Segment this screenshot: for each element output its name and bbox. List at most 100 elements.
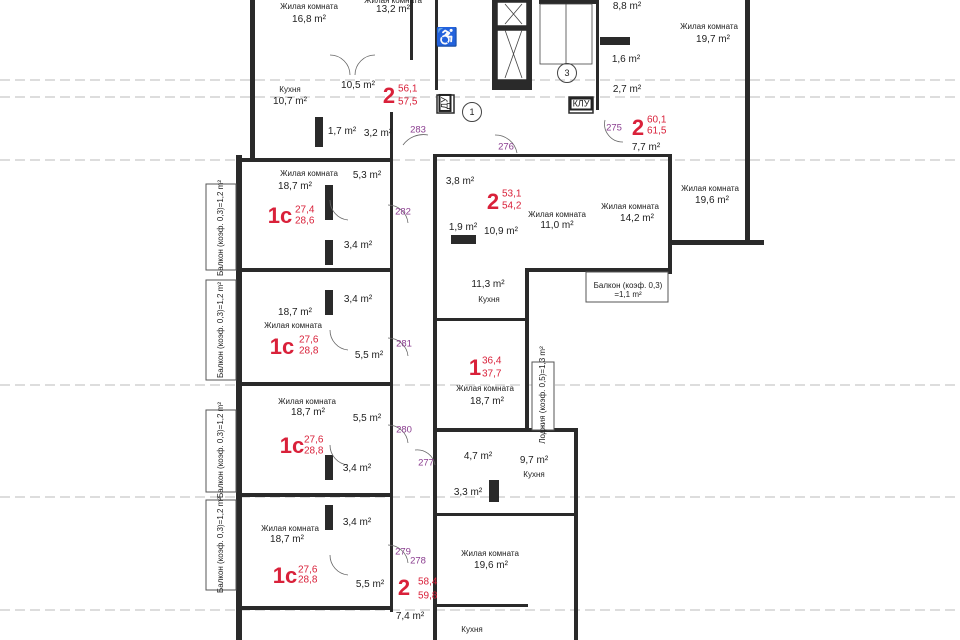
- apartment-type: 2: [382, 83, 396, 108]
- door-number: 278: [410, 555, 426, 567]
- room-label: Кухня: [523, 470, 545, 479]
- room-area: 19,6 m²: [695, 195, 729, 206]
- room-area: 5,5 m²: [355, 579, 385, 590]
- room-area: 18,7 m²: [270, 534, 304, 545]
- apartment-type: 2: [631, 115, 645, 140]
- balcony-label: Балкон (коэф. 0,3)=1,2 m²: [216, 497, 225, 593]
- room-area: 16,8 m²: [292, 14, 326, 25]
- room-area: 5,3 m²: [352, 170, 382, 181]
- room-label: Жилая комната: [280, 169, 338, 178]
- room-area: 13,2 m²: [376, 4, 410, 15]
- area-living: 27,6: [298, 564, 318, 576]
- balcony-area: =1,1 m²: [614, 290, 642, 299]
- door-number: 283: [410, 124, 426, 136]
- area-living: 60,1: [647, 114, 667, 126]
- room-area: 19,7 m²: [696, 34, 730, 45]
- balcony-label: Балкон (коэф. 0,3)=1,2 m²: [216, 402, 225, 498]
- door-number: 275: [606, 122, 622, 134]
- node-3-marker: 3: [557, 63, 577, 83]
- node-1-marker: 1: [462, 102, 482, 122]
- balcony-label: Балкон (коэф. 0,3): [593, 281, 663, 290]
- room-area: 1,9 m²: [448, 222, 478, 233]
- apartment-type: 1: [468, 355, 482, 380]
- area-living: 53,1: [502, 188, 522, 200]
- room-area: 3,8 m²: [445, 176, 475, 187]
- room-area: 5,5 m²: [352, 413, 382, 424]
- room-area: 18,7 m²: [291, 407, 325, 418]
- du-label: ДУ: [438, 94, 452, 112]
- area-total: 28,8: [304, 445, 324, 457]
- room-label: Жилая комната: [601, 202, 659, 211]
- room-area: 18,7 m²: [470, 396, 504, 407]
- room-area: 11,3 m²: [471, 279, 505, 290]
- elevator-shafts: [436, 1, 594, 114]
- area-total: 28,8: [299, 345, 319, 357]
- klu-label: КЛУ: [569, 97, 593, 111]
- door-number: 277: [418, 457, 434, 469]
- room-area: 3,2 m²: [363, 128, 393, 139]
- axis-lines: [0, 79, 960, 611]
- room-area: 1,6 m²: [611, 54, 641, 65]
- area-total: 54,2: [502, 200, 522, 212]
- apartment-type: 1с: [269, 334, 295, 359]
- room-area: 4,7 m²: [463, 451, 493, 462]
- apartment-type: 1с: [272, 563, 298, 588]
- area-total: 57,5: [398, 96, 418, 108]
- room-label: Жилая комната: [680, 22, 738, 31]
- area-total: 59,8: [418, 590, 438, 602]
- room-label: Жилая комната: [280, 2, 338, 11]
- balcony-label: Балкон (коэф. 0,3)=1,2 m²: [216, 180, 225, 276]
- room-label: Жилая комната: [278, 397, 336, 406]
- room-label: Жилая комната: [528, 210, 586, 219]
- door-number: 282: [395, 206, 411, 218]
- room-area: 3,4 m²: [342, 517, 372, 528]
- balcony-label: Балкон (коэф. 0,3)=1,2 m²: [216, 282, 225, 378]
- room-area: 10,7 m²: [273, 96, 307, 107]
- door-number: 280: [396, 424, 412, 436]
- room-area: 3,3 m²: [453, 487, 483, 498]
- room-area: 9,7 m²: [519, 455, 549, 466]
- room-area: 10,5 m²: [341, 80, 375, 91]
- apartment-type: 2: [486, 189, 500, 214]
- room-label: Кухня: [478, 295, 500, 304]
- room-area: 8,8 m²: [612, 1, 642, 12]
- room-area: 11,0 m²: [540, 220, 574, 231]
- door-number: 281: [396, 338, 412, 350]
- wheelchair-icon: ♿: [435, 27, 459, 47]
- stairs: [504, 3, 593, 79]
- apartment-type: 2: [397, 575, 411, 600]
- room-area: 3,4 m²: [343, 294, 373, 305]
- apartment-type: 1с: [279, 433, 305, 458]
- room-area: 19,6 m²: [474, 560, 508, 571]
- room-area: 7,7 m²: [631, 142, 661, 153]
- area-total: 61,5: [647, 125, 667, 137]
- area-living: 58,4: [418, 576, 438, 588]
- area-total: 28,6: [295, 215, 315, 227]
- room-label: Жилая комната: [264, 321, 322, 330]
- room-area: 1,7 m²: [327, 126, 357, 137]
- area-total: 37,7: [482, 368, 502, 380]
- room-area: 14,2 m²: [620, 213, 654, 224]
- room-area: 18,7 m²: [278, 307, 312, 318]
- area-living: 27,4: [295, 204, 315, 216]
- room-label: Жилая комната: [261, 524, 319, 533]
- doors: [329, 54, 624, 576]
- room-area: 5,5 m²: [354, 350, 384, 361]
- walls: [236, 0, 764, 640]
- room-area: 10,9 m²: [484, 226, 518, 237]
- area-total: 28,8: [298, 574, 318, 586]
- area-living: 27,6: [304, 434, 324, 446]
- room-area: 18,7 m²: [278, 181, 312, 192]
- room-area: 3,4 m²: [342, 463, 372, 474]
- room-label: Жилая комната: [364, 0, 422, 5]
- door-number: 279: [395, 546, 411, 558]
- room-area: 7,4 m²: [395, 611, 425, 622]
- room-label: Жилая комната: [681, 184, 739, 193]
- area-living: 56,1: [398, 83, 418, 95]
- room-area: 2,7 m²: [612, 84, 642, 95]
- balconies: [205, 183, 669, 591]
- room-area: 3,4 m²: [343, 240, 373, 251]
- room-label: Жилая комната: [461, 549, 519, 558]
